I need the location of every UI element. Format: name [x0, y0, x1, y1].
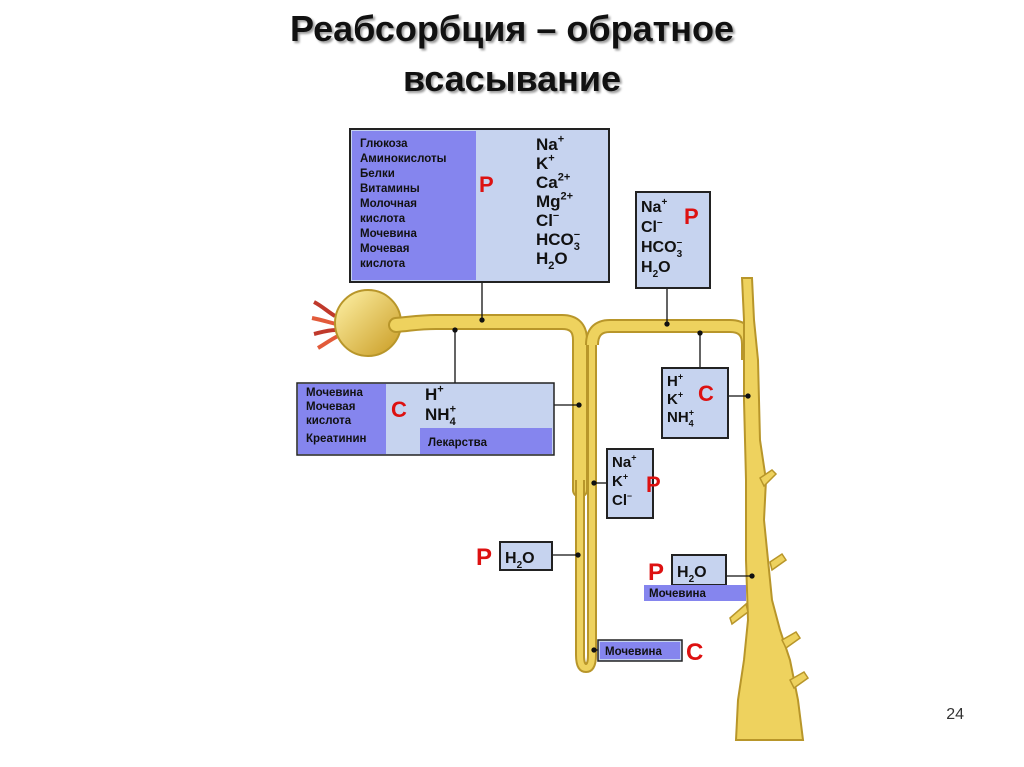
organic-item: кислота — [360, 258, 406, 270]
urea-label: Мочевина — [649, 588, 706, 600]
box-proximal: Глюкоза Аминокислоты Белки Витамины Моло… — [350, 129, 609, 282]
urea-label: Мочевина — [605, 646, 662, 658]
reabsorption-letter: Р — [479, 172, 494, 197]
organic-item: Витамины — [360, 183, 420, 195]
organic-item: Креатинин — [306, 433, 367, 445]
organic-item: Глюкоза — [360, 138, 408, 150]
secretion-letter: С — [391, 397, 407, 422]
box-secretion-left: Мочевина Мочевая кислота Креатинин С H+N… — [297, 383, 554, 455]
organic-item: Белки — [360, 168, 395, 180]
box-distal-top: Р Na+Cl–HCO3–H2O — [636, 192, 710, 288]
reabsorption-letter: Р — [648, 559, 664, 586]
organic-item: Молочная — [360, 198, 417, 210]
organic-item: Мочевая — [306, 401, 355, 413]
reabsorption-letter: Р — [684, 204, 699, 229]
organic-item: Мочевая — [360, 243, 409, 255]
organic-item: кислота — [360, 213, 406, 225]
secretion-letter: С — [686, 639, 703, 666]
organic-item: Мочевина — [306, 387, 363, 399]
reabsorption-letter: Р — [646, 472, 661, 497]
nephron — [312, 278, 808, 740]
ion-formula: NH4+ — [667, 407, 694, 428]
reabsorption-letter: Р — [476, 544, 492, 571]
secretion-letter: С — [698, 381, 714, 406]
box-loop-ions: Р Na+K+Cl– — [607, 449, 661, 518]
box-loop-water: Р H2O — [476, 542, 552, 571]
organic-item: кислота — [306, 415, 352, 427]
distal-tubule — [592, 326, 748, 360]
drugs-label: Лекарства — [428, 437, 488, 449]
box-duct-water: Р H2O Мочевина — [644, 555, 746, 601]
box-loop-urea: Мочевина С — [598, 639, 703, 666]
page-number: 24 — [946, 706, 964, 724]
box-secretion-right: С H+K+NH4+ — [662, 368, 728, 438]
organic-item: Аминокислоты — [360, 153, 447, 165]
organic-item: Мочевина — [360, 228, 417, 240]
